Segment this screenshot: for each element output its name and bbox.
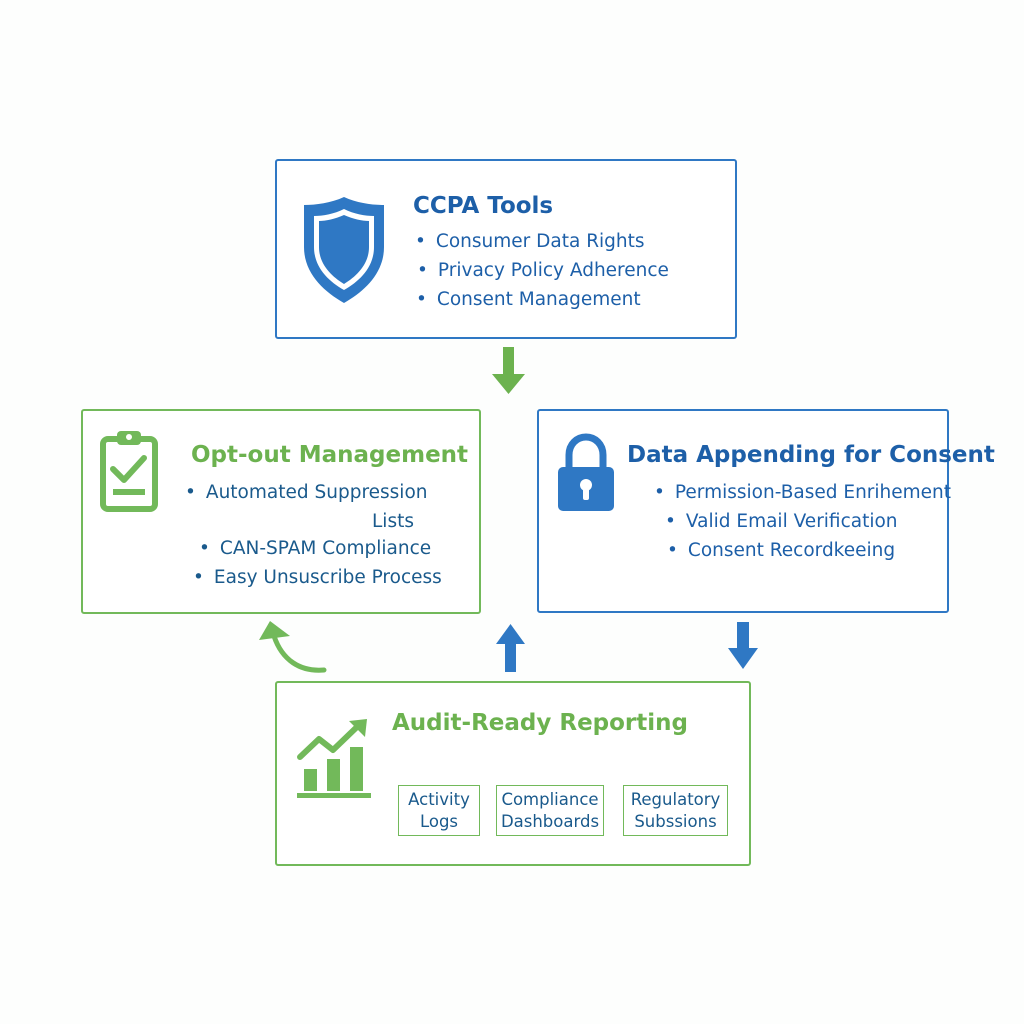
list-item: Consent Recordkeeing xyxy=(667,540,895,561)
list-item-continued: Lists xyxy=(372,511,414,532)
regulatory-submissions-box: Regulatory Subssions xyxy=(623,785,728,836)
compliance-dashboards-box: Compliance Dashboards xyxy=(496,785,604,836)
list-item: Consent Management xyxy=(416,289,641,310)
opt-out-management-title: Opt-out Management xyxy=(191,442,469,468)
list-item: Consumer Data Rights xyxy=(415,231,645,252)
list-item: Automated Suppression xyxy=(185,482,428,503)
list-item: Valid Email Verification xyxy=(665,511,898,532)
subbox-label-line1: Activity xyxy=(408,789,470,809)
subbox-label-line1: Regulatory xyxy=(630,789,721,809)
list-item: Permission-Based Enrihement xyxy=(654,482,951,503)
subbox-label-line2: Dashboards xyxy=(500,811,600,831)
audit-ready-reporting-title: Audit-Ready Reporting xyxy=(392,710,688,736)
arrow-center-up xyxy=(496,624,525,672)
subbox-label-line2: Logs xyxy=(419,811,459,831)
arrow-curved-return xyxy=(271,633,327,673)
data-appending-box: Data Appending for Consent Permission-Ba… xyxy=(537,409,995,613)
bar-chart-growth-icon xyxy=(297,719,371,798)
ccpa-tools-title: CCPA Tools xyxy=(413,193,554,219)
list-item: Privacy Policy Adherence xyxy=(417,260,669,281)
list-item: CAN-SPAM Compliance xyxy=(199,538,431,559)
opt-out-management-box: Opt-out Management Automated Suppression… xyxy=(81,409,481,614)
subbox-label-line2: Subssions xyxy=(634,811,717,831)
arrow-ccpa-down xyxy=(492,347,525,394)
ccpa-tools-box: CCPA Tools Consumer Data Rights Privacy … xyxy=(275,159,737,339)
activity-logs-box: Activity Logs xyxy=(398,785,480,836)
lock-icon xyxy=(558,433,614,511)
subbox-label-line1: Compliance xyxy=(501,789,599,809)
arrow-appending-down xyxy=(728,622,758,669)
shield-icon xyxy=(304,197,384,303)
data-appending-title: Data Appending for Consent xyxy=(627,442,995,468)
audit-ready-reporting-box: Audit-Ready Reporting Activity Logs Comp… xyxy=(275,681,751,866)
clipboard-check-icon xyxy=(100,431,158,512)
arrow-curved-return-head xyxy=(259,621,290,640)
list-item: Easy Unsuscribe Process xyxy=(193,567,442,588)
